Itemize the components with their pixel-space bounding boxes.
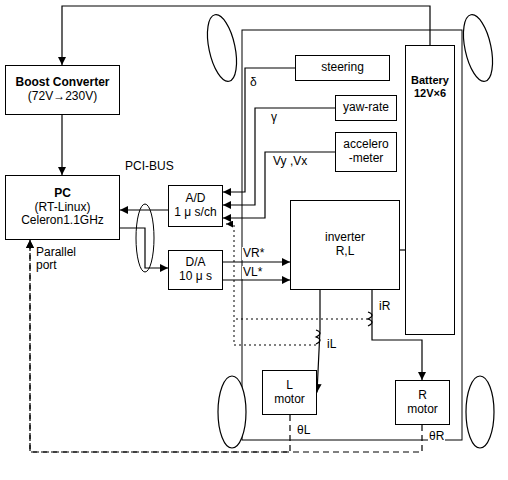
signal-connector bbox=[317, 290, 320, 393]
signal-label: δ bbox=[249, 76, 258, 89]
motor-box: R motor bbox=[395, 380, 450, 425]
node-text: R,L bbox=[336, 245, 355, 259]
front-left-wheel bbox=[202, 12, 242, 84]
inverter-box: inverterR,L bbox=[290, 200, 400, 290]
node-text: (72V→230V) bbox=[28, 90, 97, 104]
signal-label: γ bbox=[270, 111, 278, 124]
node-text: (RT-Linux) bbox=[35, 201, 91, 215]
node-text: accelero -meter bbox=[340, 138, 392, 166]
sensor-box: yaw-rate bbox=[335, 95, 397, 121]
signal-name: θL bbox=[296, 424, 311, 437]
current-feedback-line bbox=[234, 319, 368, 320]
front-right-wheel bbox=[458, 12, 498, 84]
sensor-box: steering bbox=[295, 55, 390, 81]
rear-left-wheel bbox=[218, 376, 246, 448]
node-text: PC bbox=[54, 187, 71, 201]
converter-box: Boost Converter(72V→230V) bbox=[5, 65, 120, 115]
signal-connector bbox=[61, 115, 62, 175]
signal-name: θR bbox=[428, 430, 445, 443]
signal-label: VR* bbox=[242, 247, 265, 260]
node-text: L motor bbox=[271, 379, 309, 407]
signal-connector bbox=[223, 108, 335, 205]
node-text: A/D bbox=[185, 192, 205, 206]
chassis-outline bbox=[242, 30, 462, 440]
node-text: 12V×6 bbox=[414, 87, 446, 100]
node-text: Battery bbox=[411, 74, 449, 87]
converter-box: A/D1 μ s/ch bbox=[168, 185, 223, 227]
converter-box: D/A10 μ s bbox=[168, 250, 223, 290]
bus-label: PCI-BUS bbox=[124, 160, 175, 173]
signal-label: Vy ,Vx bbox=[272, 155, 308, 168]
node-text: D/A bbox=[185, 256, 205, 270]
computer-box: PC(RT-Linux)Celeron1.1GHz bbox=[5, 175, 120, 240]
motor-box: L motor bbox=[262, 370, 317, 415]
node-text: R motor bbox=[404, 389, 442, 417]
signal-connector bbox=[120, 228, 168, 268]
encoder-line bbox=[30, 240, 290, 452]
signal-label: VL* bbox=[242, 266, 263, 279]
signal-connector bbox=[223, 279, 290, 280]
node-text: Celeron1.1GHz bbox=[21, 214, 104, 228]
battery-box: Battery12V×6 bbox=[405, 45, 455, 335]
node-text: steering bbox=[321, 61, 364, 75]
sensor-box: accelero -meter bbox=[335, 132, 397, 172]
rear-right-wheel bbox=[466, 376, 494, 448]
node-text: Boost Converter bbox=[15, 76, 109, 90]
port-label: Parallel port bbox=[35, 246, 87, 272]
signal-connector bbox=[223, 68, 295, 192]
node-text: 1 μ s/ch bbox=[174, 206, 216, 220]
node-text: inverter bbox=[325, 231, 365, 245]
signal-name: iR bbox=[378, 300, 391, 313]
node-text: 10 μ s bbox=[179, 270, 212, 284]
signal-connector bbox=[120, 209, 168, 210]
node-text: yaw-rate bbox=[343, 101, 389, 115]
signal-connector bbox=[223, 261, 290, 262]
signal-name: iL bbox=[326, 338, 337, 351]
